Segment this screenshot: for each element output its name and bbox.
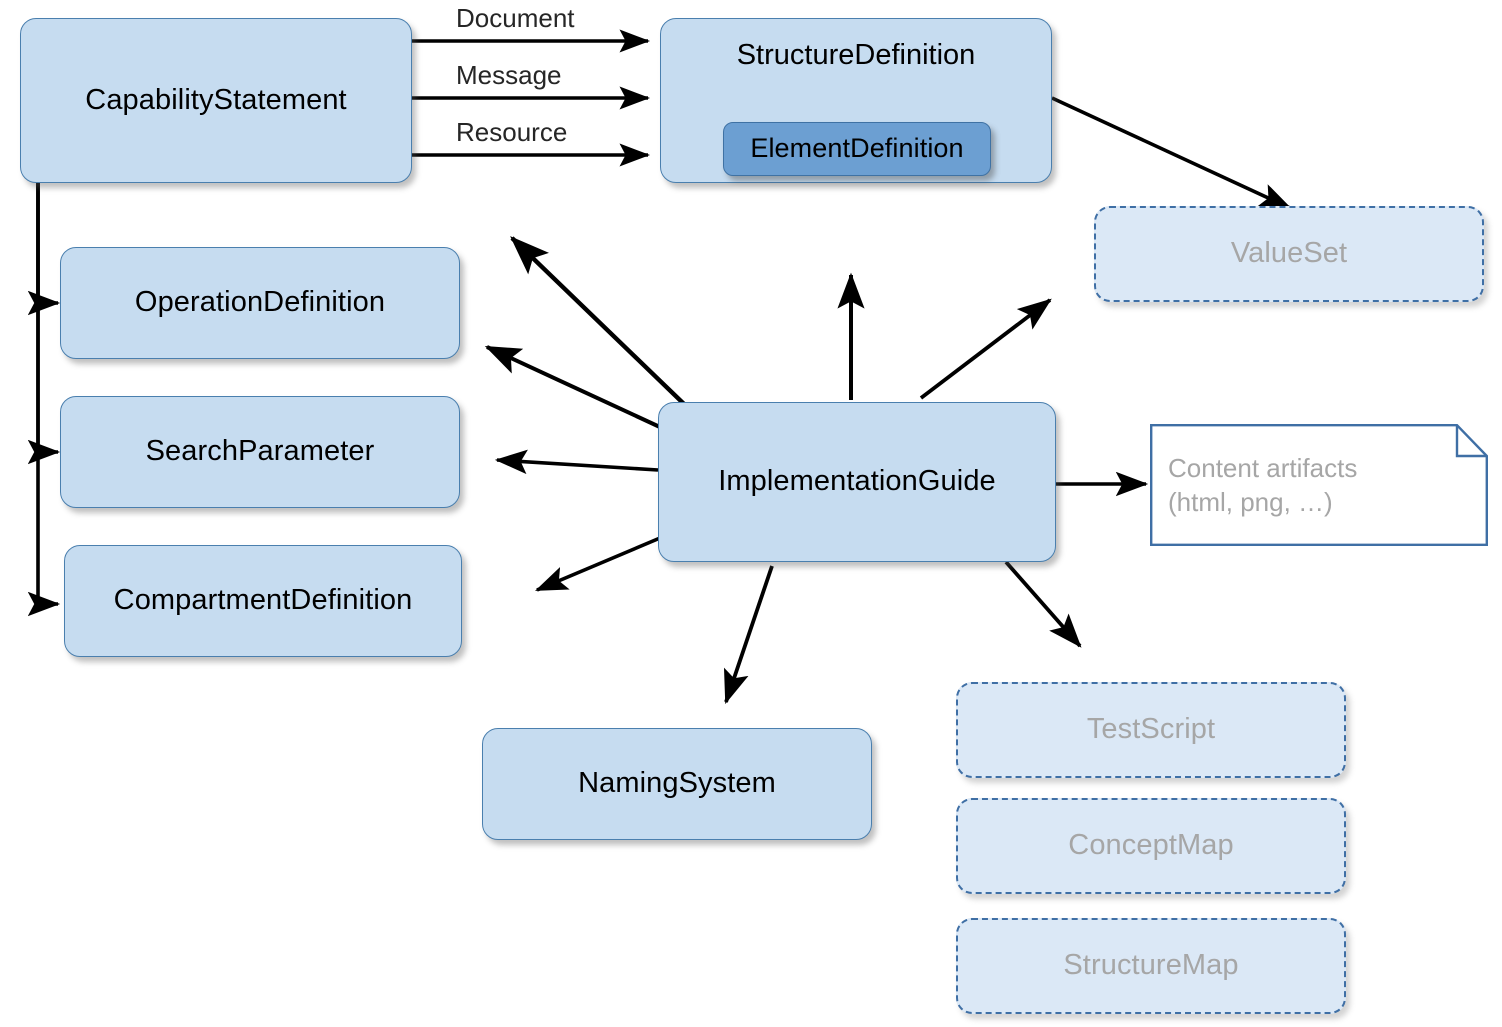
node-implementation-guide[interactable]: ImplementationGuide — [658, 402, 1056, 562]
node-label-test-script: TestScript — [1086, 713, 1216, 746]
node-value-set[interactable]: ValueSet — [1094, 206, 1484, 302]
node-label-capability-statement: CapabilityStatement — [85, 83, 347, 116]
node-label-structure-map: StructureMap — [1063, 949, 1239, 982]
node-label-content-artifacts-line1: Content artifacts — [1168, 452, 1358, 483]
edge-ig-to-compartment-definition — [535, 536, 661, 592]
node-naming-system[interactable]: NamingSystem — [482, 728, 872, 840]
edge-capability-trunk — [27, 183, 61, 617]
edge-label-document: Document — [456, 3, 575, 33]
node-label-structure-definition: StructureDefinition — [736, 39, 976, 71]
node-compartment-definition[interactable]: CompartmentDefinition — [64, 545, 462, 657]
edge-label-message: Message — [456, 60, 562, 90]
node-label-concept-map: ConceptMap — [1068, 829, 1234, 862]
node-label-search-parameter: SearchParameter — [145, 435, 375, 468]
node-label-content-artifacts-line2: (html, png, …) — [1168, 487, 1333, 517]
node-structure-definition[interactable]: StructureDefinition ElementDefinition — [660, 18, 1052, 183]
edge-structure-to-valueset — [1051, 96, 1292, 210]
edge-ig-to-valueset — [919, 298, 1052, 400]
node-element-definition[interactable]: ElementDefinition — [723, 122, 991, 176]
node-label-value-set: ValueSet — [1230, 237, 1348, 270]
node-label-implementation-guide: ImplementationGuide — [718, 465, 996, 498]
node-content-artifacts[interactable]: Content artifacts (html, png, …) — [1150, 424, 1488, 546]
node-test-script[interactable]: TestScript — [956, 682, 1346, 778]
node-capability-statement[interactable]: CapabilityStatement — [20, 18, 412, 183]
edge-ig-to-structure-definition — [510, 236, 686, 406]
node-label-compartment-definition: CompartmentDefinition — [113, 584, 413, 617]
node-structure-map[interactable]: StructureMap — [956, 918, 1346, 1014]
edge-ig-to-operation-definition — [484, 345, 663, 430]
node-label-element-definition: ElementDefinition — [750, 133, 964, 164]
node-search-parameter[interactable]: SearchParameter — [60, 396, 460, 508]
node-label-operation-definition: OperationDefinition — [134, 286, 386, 319]
node-label-naming-system: NamingSystem — [578, 767, 776, 800]
edge-ig-to-test-script — [1004, 560, 1082, 648]
edge-ig-to-search-parameter — [494, 449, 659, 475]
node-operation-definition[interactable]: OperationDefinition — [60, 247, 460, 359]
edge-label-resource: Resource — [456, 117, 568, 147]
edge-ig-to-naming-system — [723, 565, 774, 705]
note-shape-icon — [1150, 424, 1488, 546]
node-concept-map[interactable]: ConceptMap — [956, 798, 1346, 894]
